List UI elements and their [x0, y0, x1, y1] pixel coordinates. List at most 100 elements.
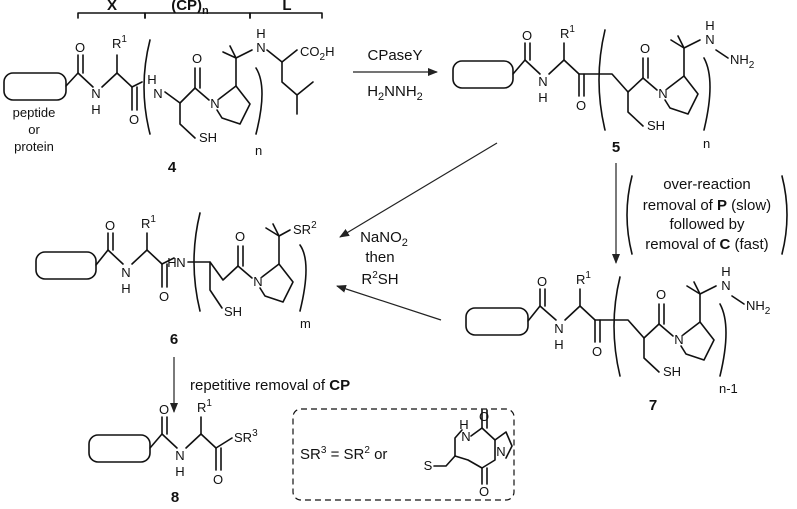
- proline-ring: [259, 263, 294, 303]
- compound-6: O N H R1 O N H SH O N SR2 m 6: [35, 212, 317, 348]
- peptide-label-line3: protein: [14, 139, 54, 154]
- o-atom: O: [479, 484, 489, 499]
- repeat-n: n: [703, 136, 710, 151]
- condition-line: over-reaction: [663, 176, 751, 193]
- compound-4: X (CP)n L peptide or protein O N H R1 O …: [3, 0, 334, 176]
- h-atom: H: [554, 337, 563, 352]
- compound-label: 8: [171, 489, 179, 506]
- n-atom: N: [554, 321, 563, 336]
- step-label: repetitive removal of CP: [190, 377, 350, 394]
- segment-l-label: L: [282, 0, 291, 14]
- n-atom: N: [121, 265, 130, 280]
- o-atom: O: [592, 344, 602, 359]
- definition-box: SR3 = SR2 or S H N O O N: [292, 408, 515, 501]
- n-atom: N: [705, 32, 714, 47]
- o-atom: O: [75, 40, 85, 55]
- repeat-paren-left: [598, 29, 606, 131]
- condition-paren-right: [781, 175, 788, 255]
- n-atom: N: [91, 86, 100, 101]
- dkp-ring-left: [454, 429, 463, 457]
- reaction-arrow: [336, 284, 442, 321]
- n-atom: N: [210, 96, 219, 111]
- dashed-frame: [292, 408, 515, 501]
- n-atom: N: [153, 86, 162, 101]
- h-atom: H: [147, 72, 156, 87]
- h-atom: H: [538, 90, 547, 105]
- o-atom: O: [479, 409, 489, 424]
- peptide-label-line1: peptide: [13, 105, 56, 120]
- reagent-label: R2SH: [361, 270, 398, 288]
- o-atom: O: [159, 402, 169, 417]
- r1-group: R1: [576, 270, 591, 287]
- h-atom: H: [721, 264, 730, 279]
- segment-x-label: X: [107, 0, 117, 14]
- pyrrolidine-ring: [494, 431, 513, 459]
- repeat-m: m: [300, 316, 311, 331]
- n-atom: N: [175, 448, 184, 463]
- sr3-group: SR3: [234, 428, 258, 445]
- peptide-box: [465, 307, 529, 336]
- repeat-paren-right: [299, 244, 307, 312]
- sh-group: SH: [647, 118, 665, 133]
- n-atom: N: [674, 332, 683, 347]
- condition-line: removal of P (slow): [643, 197, 771, 214]
- h-atom: H: [459, 417, 468, 432]
- step-overreaction: over-reaction removal of P (slow) follow…: [612, 163, 788, 264]
- o-atom: O: [537, 274, 547, 289]
- repeat-paren-right: [719, 303, 727, 377]
- peptide-box: [35, 251, 97, 280]
- compound-7: O N H R1 O SH O N n-1 N H NH2 7: [465, 264, 771, 414]
- o-atom: O: [235, 229, 245, 244]
- o-atom: O: [192, 51, 202, 66]
- r1-group: R1: [112, 34, 127, 51]
- compound-label: 5: [612, 139, 620, 156]
- repeat-paren-right: [255, 67, 263, 135]
- segment-cp-label: (CP)n: [171, 0, 209, 17]
- o-atom: O: [129, 112, 139, 127]
- proline-ring: [216, 85, 251, 125]
- o-atom: O: [656, 287, 666, 302]
- r1-group: R1: [141, 214, 156, 231]
- co2h-group: CO2H: [300, 44, 334, 63]
- n-atom: N: [256, 40, 265, 55]
- reagent-label: NaNO2: [360, 229, 408, 249]
- r1-group: R1: [560, 24, 575, 41]
- peptide-label-line2: or: [28, 122, 40, 137]
- n-atom: N: [176, 255, 185, 270]
- step-cpasey: CPaseY H2NNH2: [353, 47, 438, 103]
- n-atom: N: [721, 278, 730, 293]
- reagent-label: then: [365, 249, 394, 266]
- nh2-group: NH2: [730, 52, 755, 71]
- compound-label: 7: [649, 397, 657, 414]
- compound-label: 4: [168, 159, 177, 176]
- o-atom: O: [522, 28, 532, 43]
- repeat-n: n: [255, 143, 262, 158]
- sh-group: SH: [224, 304, 242, 319]
- reagent-label: H2NNH2: [367, 83, 423, 103]
- compound-label: 6: [170, 331, 178, 348]
- o-atom: O: [105, 218, 115, 233]
- n-atom: N: [253, 274, 262, 289]
- h-atom: H: [256, 26, 265, 41]
- n-atom: N: [461, 429, 470, 444]
- h-atom: H: [175, 464, 184, 479]
- h-atom: H: [91, 102, 100, 117]
- sh-group: SH: [199, 130, 217, 145]
- repeat-paren-right: [703, 57, 711, 131]
- proline-ring: [664, 75, 699, 115]
- n-atom: N: [658, 86, 667, 101]
- o-atom: O: [576, 98, 586, 113]
- nh2-group: NH2: [746, 298, 771, 317]
- n-atom: N: [538, 74, 547, 89]
- h-atom: H: [705, 18, 714, 33]
- o-atom: O: [640, 41, 650, 56]
- h-atom: H: [121, 281, 130, 296]
- o-atom: O: [159, 289, 169, 304]
- h-atom: H: [167, 255, 176, 270]
- s-atom: S: [424, 458, 433, 473]
- sh-group: SH: [663, 364, 681, 379]
- repeat-paren-left: [143, 39, 151, 135]
- step-repetitive: repetitive removal of CP: [170, 357, 350, 413]
- reagent-label: CPaseY: [367, 47, 422, 64]
